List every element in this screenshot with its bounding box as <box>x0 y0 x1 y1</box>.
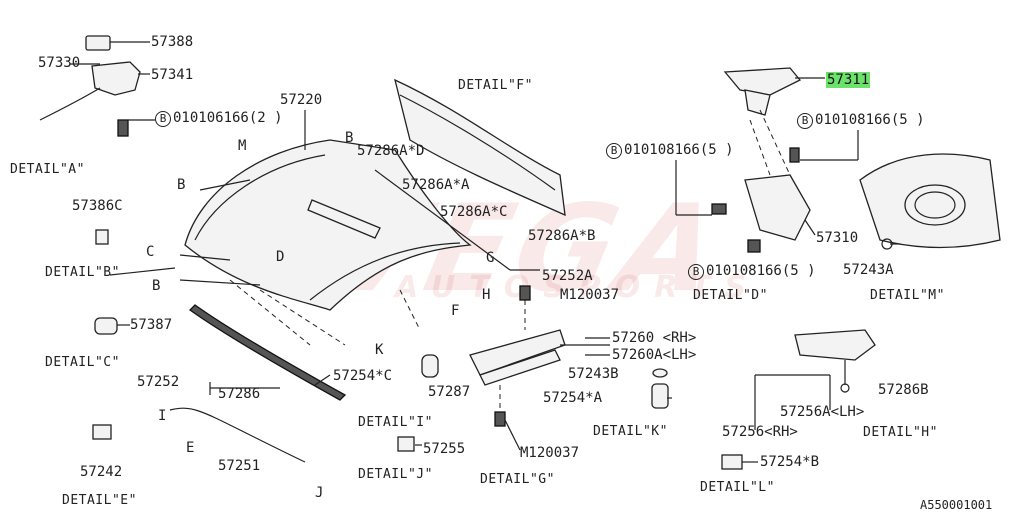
label-detail-g: DETAIL"G" <box>480 472 555 487</box>
label-57286ac: 57286A*C <box>440 204 508 220</box>
label-bolt-d2-text: 010108166(5 ) <box>624 142 734 158</box>
label-m120037-bottom: M120037 <box>520 445 580 461</box>
label-57286ab: 57286A*B <box>528 228 596 244</box>
label-detail-m: DETAIL"M" <box>870 288 945 303</box>
label-bolt-a-text: 010106166(2 ) <box>173 110 283 126</box>
hood-hinge <box>469 300 610 410</box>
label-57341: 57341 <box>151 67 194 83</box>
label-57286ad: 57286A*D <box>357 143 425 159</box>
label-m120037-top: M120037 <box>560 287 620 303</box>
part-57287-shape <box>421 354 439 378</box>
label-m-top: M <box>238 138 247 154</box>
label-57310: 57310 <box>816 230 859 246</box>
bolt-b-icon: B <box>606 143 622 159</box>
label-57286aa: 57286A*A <box>402 177 470 193</box>
label-d-mid: D <box>276 249 285 265</box>
detail-h-part <box>754 329 876 430</box>
label-57311-highlight: 57311 <box>826 72 871 88</box>
part-57254a-shape <box>651 383 669 409</box>
label-57387: 57387 <box>130 317 173 333</box>
label-bolt-d1-text: 010108166(5 ) <box>815 112 925 128</box>
hood-seal <box>188 304 347 401</box>
bolt-b-icon: B <box>155 111 171 127</box>
label-detail-k: DETAIL"K" <box>593 424 668 439</box>
label-detail-i: DETAIL"I" <box>358 415 433 430</box>
label-57256-rh: 57256<RH> <box>722 424 798 440</box>
label-detail-a: DETAIL"A" <box>10 162 85 177</box>
label-bolt-d3-text: 010108166(5 ) <box>706 263 816 279</box>
label-57260-rh: 57260 <RH> <box>612 330 697 346</box>
label-detail-b: DETAIL"B" <box>45 265 120 280</box>
bolt-b-icon: B <box>797 113 813 129</box>
label-57242: 57242 <box>80 464 123 480</box>
label-57252: 57252 <box>137 374 180 390</box>
label-57311: 57311 <box>826 72 871 88</box>
diagram-code: A550001001 <box>920 498 993 512</box>
label-detail-l: DETAIL"L" <box>700 480 775 495</box>
watermark-subtext: AUTOSPORTS <box>395 270 761 305</box>
label-b-left2: B <box>152 278 161 294</box>
label-57388: 57388 <box>151 34 194 50</box>
label-57252a: 57252A <box>542 268 593 284</box>
part-57242-shape <box>92 424 112 440</box>
label-k-mid: K <box>375 342 384 358</box>
label-i: I <box>158 408 167 424</box>
bolt-m120037-bottom <box>494 411 506 427</box>
label-j: J <box>315 485 324 501</box>
label-b-left: B <box>177 177 186 193</box>
label-57256a-lh: 57256A<LH> <box>780 404 865 420</box>
label-h: H <box>482 287 491 303</box>
label-57243b: 57243B <box>568 366 619 382</box>
label-detail-c: DETAIL"C" <box>45 355 120 370</box>
label-detail-f: DETAIL"F" <box>458 78 533 93</box>
label-c-left: C <box>146 244 155 260</box>
part-57243b-shape <box>652 368 668 378</box>
label-57251: 57251 <box>218 458 261 474</box>
detail-a-parts <box>39 35 155 137</box>
label-e: E <box>186 440 195 456</box>
part-57387-shape <box>94 317 118 335</box>
label-detail-j: DETAIL"J" <box>358 467 433 482</box>
bolt-b-icon: B <box>688 264 704 280</box>
hood-panel <box>179 110 472 346</box>
part-57386c-shape <box>95 229 109 245</box>
label-57254a: 57254*A <box>543 390 603 406</box>
detail-f-panel <box>374 78 566 271</box>
part-57254b-shape <box>721 454 743 470</box>
label-57255: 57255 <box>423 441 466 457</box>
label-57287: 57287 <box>428 384 471 400</box>
label-57330: 57330 <box>38 55 81 71</box>
label-detail-d: DETAIL"D" <box>693 288 768 303</box>
detail-m-panel <box>859 153 1001 250</box>
hood-latch <box>675 67 859 253</box>
label-57220: 57220 <box>280 92 323 108</box>
label-detail-e: DETAIL"E" <box>62 493 137 508</box>
label-57243a: 57243A <box>843 262 894 278</box>
label-57254b: 57254*B <box>760 454 820 470</box>
label-57260a-lh: 57260A<LH> <box>612 347 697 363</box>
label-57286b: 57286B <box>878 382 929 398</box>
label-57286: 57286 <box>218 386 261 402</box>
part-57255-shape <box>397 436 415 452</box>
label-b-top: B <box>345 130 354 146</box>
label-detail-h: DETAIL"H" <box>863 425 938 440</box>
bolt-m120037-top <box>519 285 531 301</box>
label-57254c: 57254*C <box>333 368 393 384</box>
label-f: F <box>451 303 460 319</box>
label-g: G <box>486 250 495 266</box>
label-57386c: 57386C <box>72 198 123 214</box>
